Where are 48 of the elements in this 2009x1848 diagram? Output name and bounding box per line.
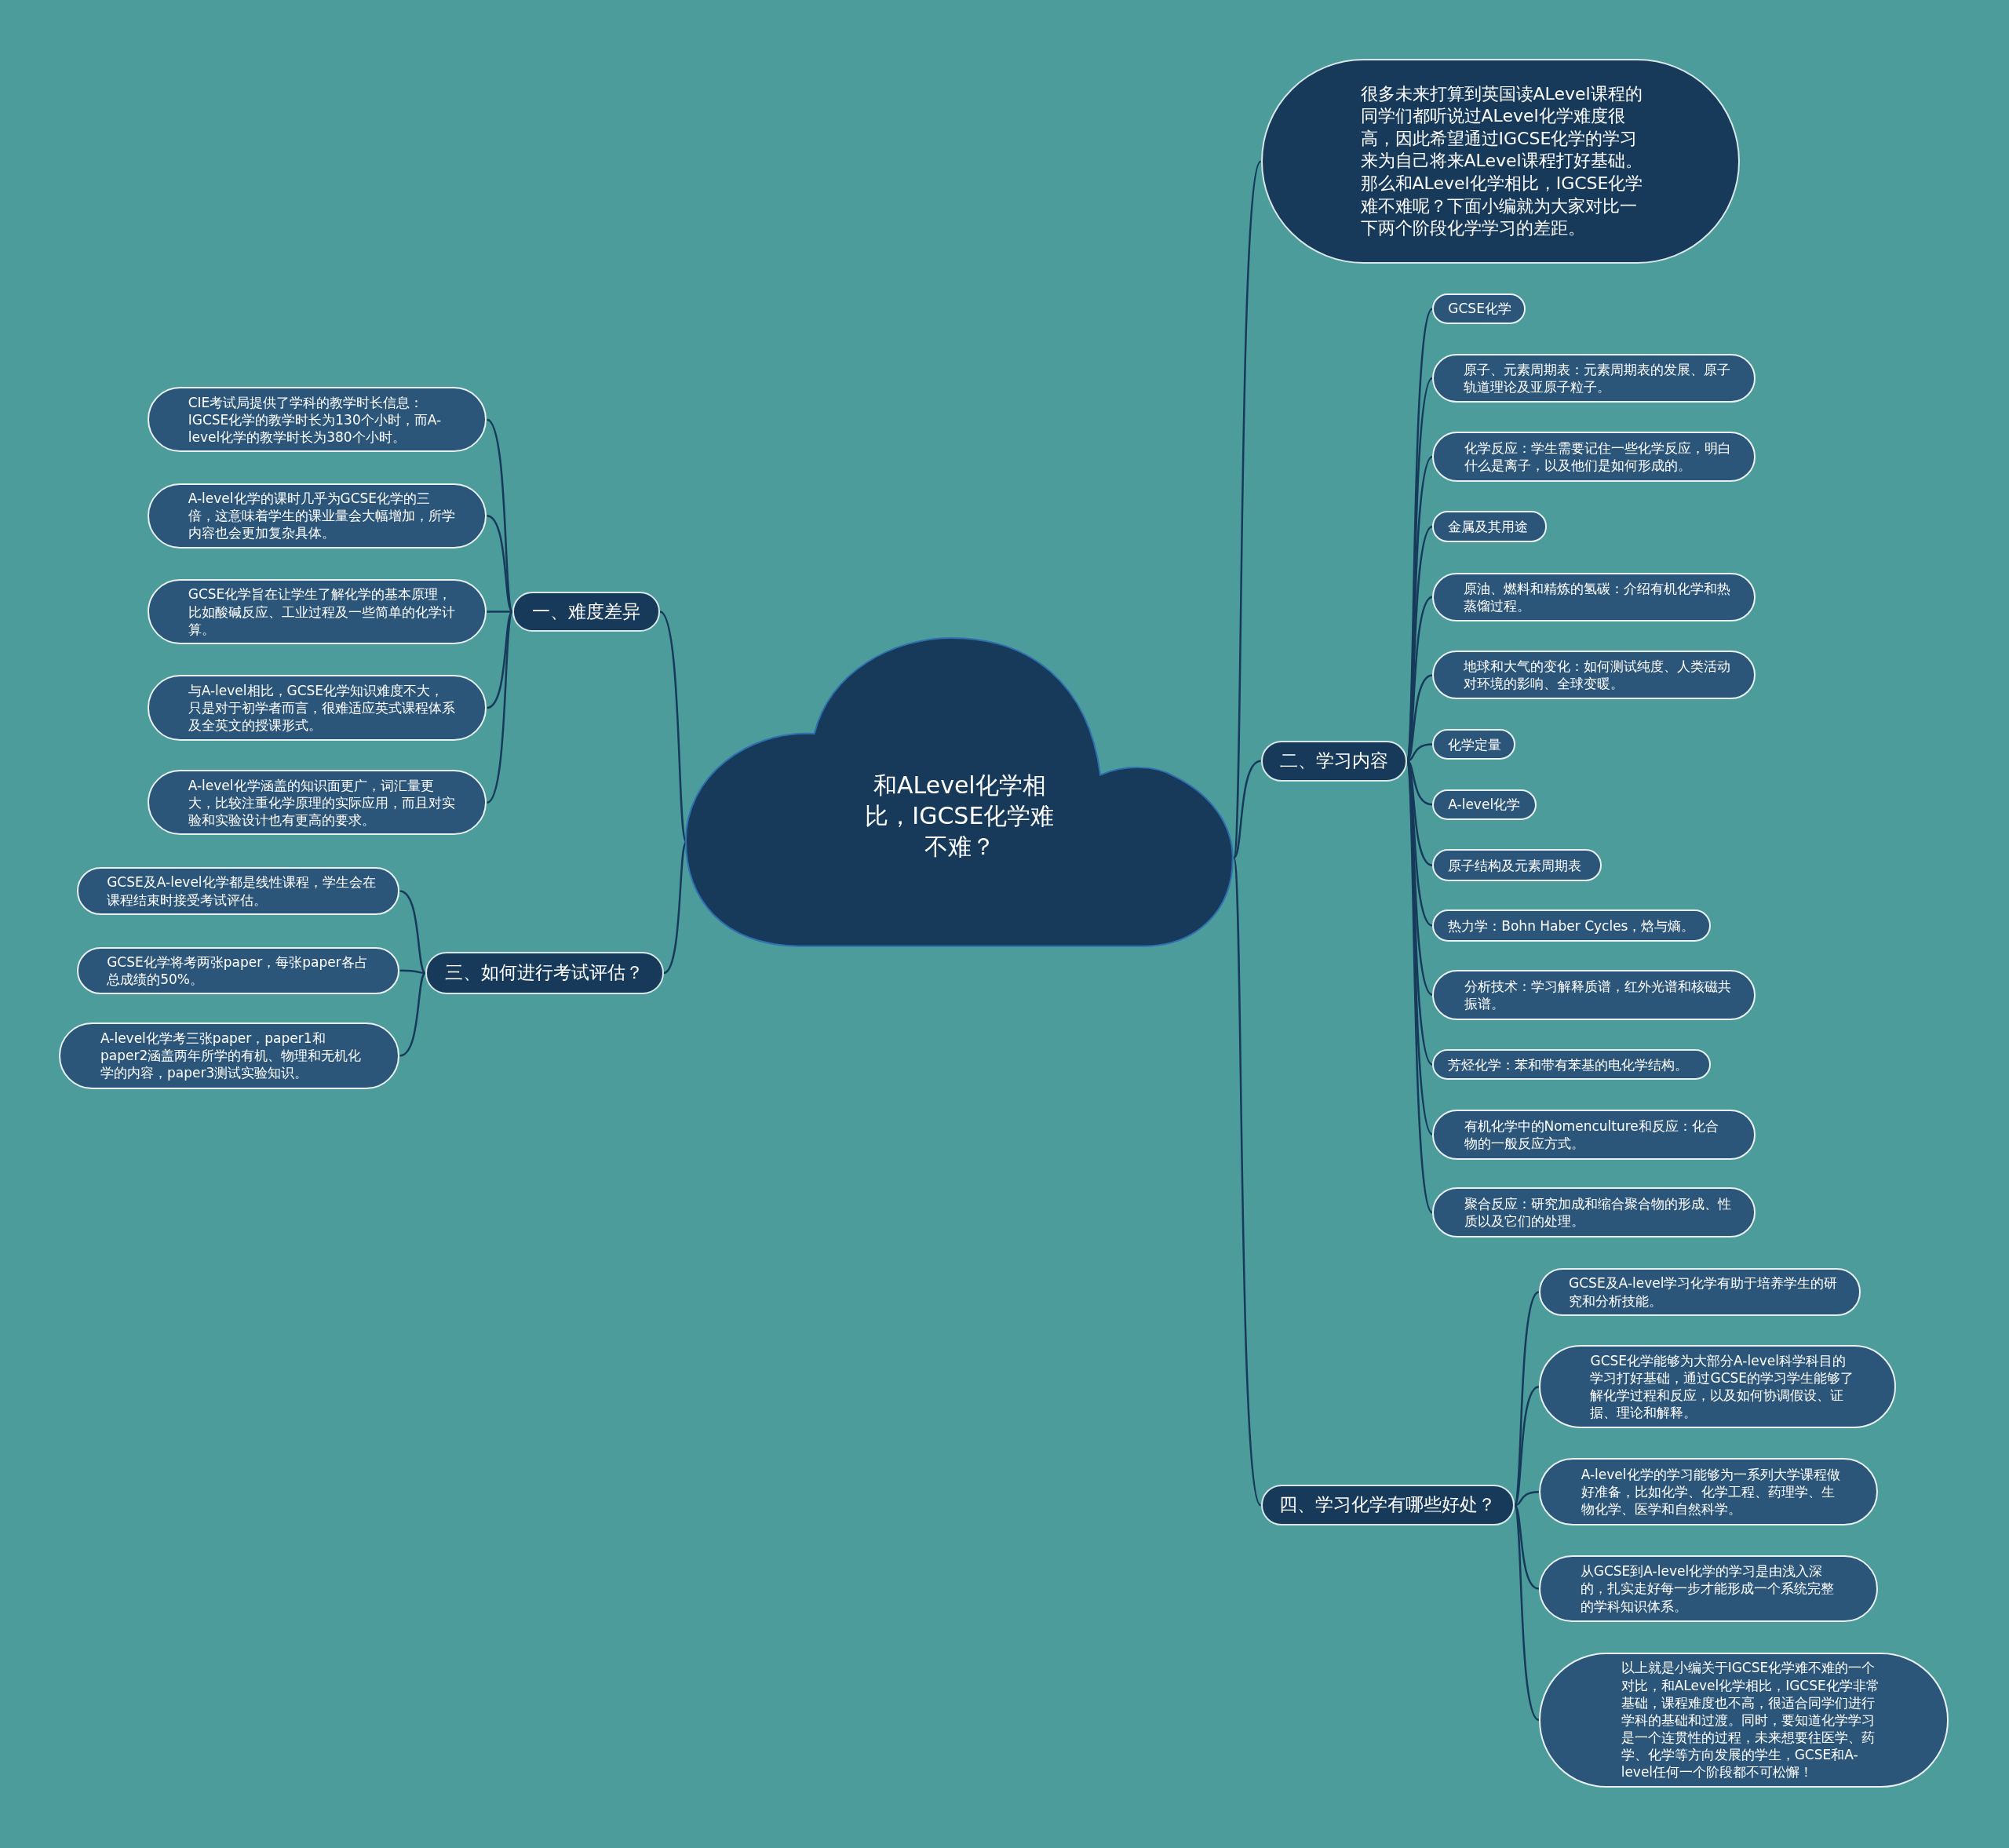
- topic-box: 以上就是小编关于IGCSE化学难不难的一个对比，和ALevel化学相比，IGCSE化学非常基础，课程难度也不高，很适合同学们进行学科的基础和过渡。同时，要知道化学学习是一个连贯性的过程，未来想要往医学、药学、化学等方向发展的学生，GCSE和A-level任何一个阶段都不可松懈！: [1538, 1653, 1949, 1788]
- connector: [1514, 1490, 1539, 1507]
- topic-box: A-level化学考三张paper，paper1和paper2涵盖两年所学的有机、物理和无机化学的内容，paper3测试实验知识。: [59, 1022, 400, 1089]
- intro-bubble: 很多未来打算到英国读ALevel课程的同学们都听说过ALevel化学难度很高，因此希望通过IGCSE化学的学习来为自己将来ALevel课程打好基础。那么和ALevel化学相比，IGCSE化学难不难呢？下面小编就为大家对比一下两个阶段化学学习的差距。: [1260, 59, 1741, 264]
- topic-box: 化学反应：学生需要记住一些化学反应，明白什么是离子，以及他们是如何形成的。: [1432, 432, 1756, 482]
- topic-box: A-level化学的学习能够为一系列大学课程做好准备，比如化学、化学工程、药理学、生物化学、医学和自然科学。: [1538, 1457, 1879, 1526]
- connector: [487, 611, 513, 613]
- topic-box: 有机化学中的Nomenculture和反应：化合物的一般反应方式。: [1432, 1109, 1756, 1160]
- topic-box: 聚合反应：研究加成和缩合聚合物的形成、性质以及它们的处理。: [1432, 1187, 1756, 1238]
- topic-box: 原油、燃料和精炼的氢碳：介绍有机化学和热蒸馏过程。: [1432, 572, 1756, 621]
- branch-box: 一、难度差异: [512, 592, 660, 632]
- topic-box: 金属及其用途: [1432, 511, 1547, 542]
- topic-box: A-level化学: [1432, 789, 1537, 820]
- topic-box: 原子、元素周期表：元素周期表的发展、原子轨道理论及亚原子粒子。: [1432, 353, 1756, 403]
- connector: [1513, 1386, 1540, 1507]
- connector: [486, 611, 513, 709]
- topic-box: 原子结构及元素周期表: [1432, 849, 1602, 882]
- topic-box: A-level化学涵盖的知识面更广，词汇量更大，比较注重化学原理的实际应用，而且对实验和实验设计也有更高的要求。: [147, 770, 487, 836]
- connector: [399, 969, 426, 975]
- topic-box: CIE考试局提供了学科的教学时长信息：IGCSE化学的教学时长为130个小时，而A-level化学的教学时长为380个小时。: [147, 387, 487, 453]
- cloud-topic: 和ALevel化学相比，IGCSE化学难不难？: [685, 636, 1234, 949]
- topic-box: GCSE化学旨在让学生了解化学的基本原理，比如酸碱反应、工业过程及一些简单的化学计算。: [147, 578, 487, 645]
- topic-box: 化学定量: [1432, 728, 1516, 760]
- connector: [486, 611, 514, 804]
- connector: [659, 611, 687, 843]
- topic-box: 热力学：Bohn Haber Cycles，焓与熵。: [1432, 909, 1711, 942]
- connector: [486, 514, 513, 613]
- topic-box: GCSE及A-level学习化学有助于培养学生的研究和分析技能。: [1538, 1268, 1861, 1316]
- topic-box: 从GCSE到A-level化学的学习是由浅入深的，扎实走好每一步才能形成一个系统完整的学科知识体系。: [1538, 1555, 1879, 1622]
- branch-box: 二、学习内容: [1260, 740, 1407, 782]
- connector: [399, 972, 426, 1057]
- connector: [663, 841, 687, 975]
- connector: [399, 890, 426, 974]
- topic-box: GCSE化学能够为大部分A-level科学科目的学习打好基础，通过GCSE的学习学生能够了解化学过程和反应，以及如何协调假设、证据、理论和解释。: [1538, 1345, 1897, 1429]
- branch-box: 三、如何进行考试评估？: [425, 952, 664, 994]
- topic-box: GCSE化学将考两张paper，每张paper各占总成绩的50%。: [76, 946, 400, 994]
- topic-box: 地球和大气的变化：如何测试纯度、人类活动对环境的影响、全球变暖。: [1432, 651, 1756, 700]
- connector: [1406, 760, 1433, 806]
- connector: [1233, 857, 1262, 1506]
- branch-box: 四、学习化学有哪些好处？: [1260, 1485, 1515, 1526]
- topic-box: 芳烃化学：苯和带有苯基的电化学结构。: [1432, 1049, 1711, 1081]
- topic-box: GCSE及A-level化学都是线性课程，学生会在课程结束时接受考试评估。: [76, 867, 400, 915]
- connector: [1233, 760, 1261, 859]
- topic-box: 分析技术：学习解释质谱，红外光谱和核磁共振谱。: [1432, 969, 1756, 1020]
- connector: [1406, 743, 1433, 763]
- topic-box: GCSE化学: [1432, 293, 1526, 325]
- topic-box: 与A-level相比，GCSE化学知识难度不大，只是对于初学者而言，很难适应英式课程体系及全英文的授课形式。: [147, 675, 487, 741]
- topic-box: A-level化学的课时几乎为GCSE化学的三倍，这意味着学生的课业量会大幅增加，所学内容也会更加复杂具体。: [147, 483, 487, 549]
